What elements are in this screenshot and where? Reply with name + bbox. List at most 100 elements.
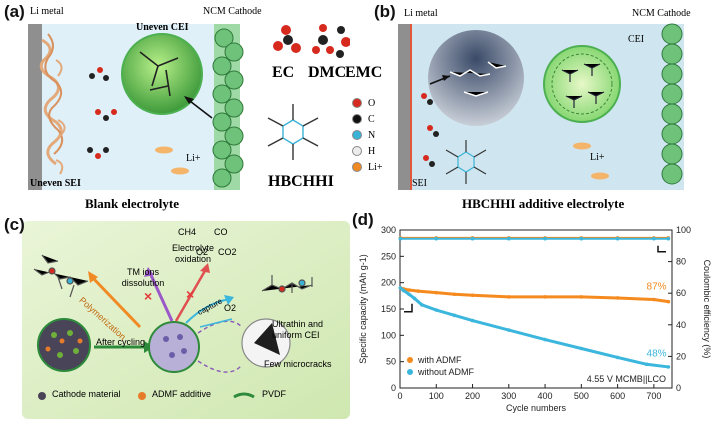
tm-dissolution-arrow	[148, 272, 174, 322]
panel-c-tag: (c)	[4, 215, 25, 234]
data-point	[666, 236, 671, 241]
atom-dot-icon	[352, 98, 362, 108]
cathode-after	[148, 321, 200, 373]
li-ion-a2	[171, 167, 189, 175]
ncm-cathode-particles-b	[661, 23, 683, 185]
polymerization-arrow	[90, 275, 142, 329]
data-point	[470, 318, 475, 323]
y2-tick-label: 40	[676, 320, 686, 330]
data-point	[579, 236, 584, 241]
data-point	[412, 296, 417, 301]
data-point	[615, 296, 620, 300]
x-tick-label: 500	[574, 391, 589, 401]
data-point	[615, 355, 620, 360]
data-point	[666, 365, 671, 369]
o2-label-b: O2	[224, 303, 237, 313]
data-point	[434, 308, 439, 312]
panel-b: (b)	[374, 0, 712, 215]
co2-label: CO2	[218, 247, 237, 257]
li-ion-a1	[155, 146, 173, 154]
x-tick-label: 300	[501, 391, 516, 401]
data-point	[434, 290, 439, 295]
y-tick-label: 300	[381, 225, 396, 235]
atom-symbol: O	[368, 97, 376, 109]
atom-legend-item: Li+	[352, 159, 390, 175]
y2-tick-label: 20	[676, 351, 686, 361]
data-point	[644, 362, 649, 367]
emc-label: EMC	[345, 64, 383, 81]
x-axis-label: Cycle numbers	[506, 403, 567, 413]
sei-label-b: SEI	[412, 178, 427, 189]
atom-legend-item: N	[352, 127, 390, 143]
dmc-label: DMC	[308, 64, 347, 81]
data-point	[543, 295, 547, 299]
data-point	[434, 236, 439, 241]
polymer-molecule	[33, 254, 89, 298]
atom-legend-item: O	[352, 95, 390, 111]
data-point	[398, 236, 403, 241]
annotation-48: 48%	[647, 348, 667, 359]
li-metal-label-b: Li metal	[404, 8, 438, 19]
emc-molecule	[336, 26, 351, 58]
data-point	[652, 297, 656, 302]
atom-legend-item: C	[352, 111, 390, 127]
x-tick-label: 200	[465, 391, 480, 401]
data-point	[507, 236, 511, 241]
y2-tick-label: 80	[676, 257, 686, 267]
y2-tick-label: 0	[676, 383, 681, 393]
y-tick-label: 0	[391, 383, 396, 393]
x-tick-label: 0	[397, 391, 402, 401]
panel-c-illustration: × ×	[22, 221, 350, 419]
panel-c-background	[22, 221, 350, 419]
data-point	[452, 292, 457, 297]
atom-symbol: Li+	[368, 161, 383, 173]
data-point	[666, 299, 671, 304]
solvent-molecules-b	[421, 93, 439, 167]
li-ion-label-b: Li+	[590, 152, 605, 163]
y2-tick-label: 100	[676, 225, 691, 235]
data-point	[452, 313, 457, 318]
panel-a-illustration	[28, 24, 365, 190]
bubble-molecules	[449, 61, 507, 97]
few-microcracks-label: Few microcracks	[264, 359, 332, 369]
dmc-molecule	[312, 24, 334, 54]
data-point	[543, 236, 547, 241]
cathode-label-b: NCM Cathode	[632, 8, 691, 19]
panel-a-tag: (a)	[4, 2, 25, 21]
data-point	[507, 295, 511, 299]
co-label: CO	[214, 227, 228, 237]
data-point	[419, 302, 424, 307]
atom-symbol: N	[368, 129, 376, 141]
tm-ions-label: TM ions dissolution	[121, 267, 165, 288]
ncm-cathode-particles	[212, 24, 244, 190]
atom-symbol: H	[368, 145, 376, 157]
x-tick-label: 700	[646, 391, 661, 401]
panel-b-tag: (b)	[374, 2, 396, 21]
left-axis-indicator	[404, 303, 413, 313]
panel-a: (a)	[0, 0, 365, 215]
cathode-before	[37, 318, 91, 372]
atom-dot-icon	[352, 114, 362, 124]
data-point	[398, 286, 403, 290]
legend-admf-dot	[138, 392, 146, 400]
ox-block-mark: ×	[186, 286, 194, 302]
legend-cathode-label: Cathode material	[52, 389, 121, 399]
x-tick-label: 400	[538, 391, 553, 401]
x-tick-label: 100	[429, 391, 444, 401]
adsorbed-hbchhi	[561, 63, 605, 108]
y2-tick-label: 60	[676, 288, 686, 298]
legend-label: with ADMF	[417, 355, 462, 365]
tm-block-mark: ×	[144, 288, 152, 304]
atom-legend-item: H	[352, 143, 390, 159]
captured-molecule	[261, 275, 313, 293]
oxidation-arrow	[174, 268, 208, 322]
atom-dot-icon	[352, 130, 362, 140]
y-tick-label: 200	[381, 278, 396, 288]
li-metal-bar-b	[398, 24, 410, 190]
legend-marker	[407, 357, 413, 363]
uneven-sei-label: Uneven SEI	[30, 178, 81, 189]
y-axis-label: Specific capacity (mAh g-1)	[358, 254, 368, 364]
